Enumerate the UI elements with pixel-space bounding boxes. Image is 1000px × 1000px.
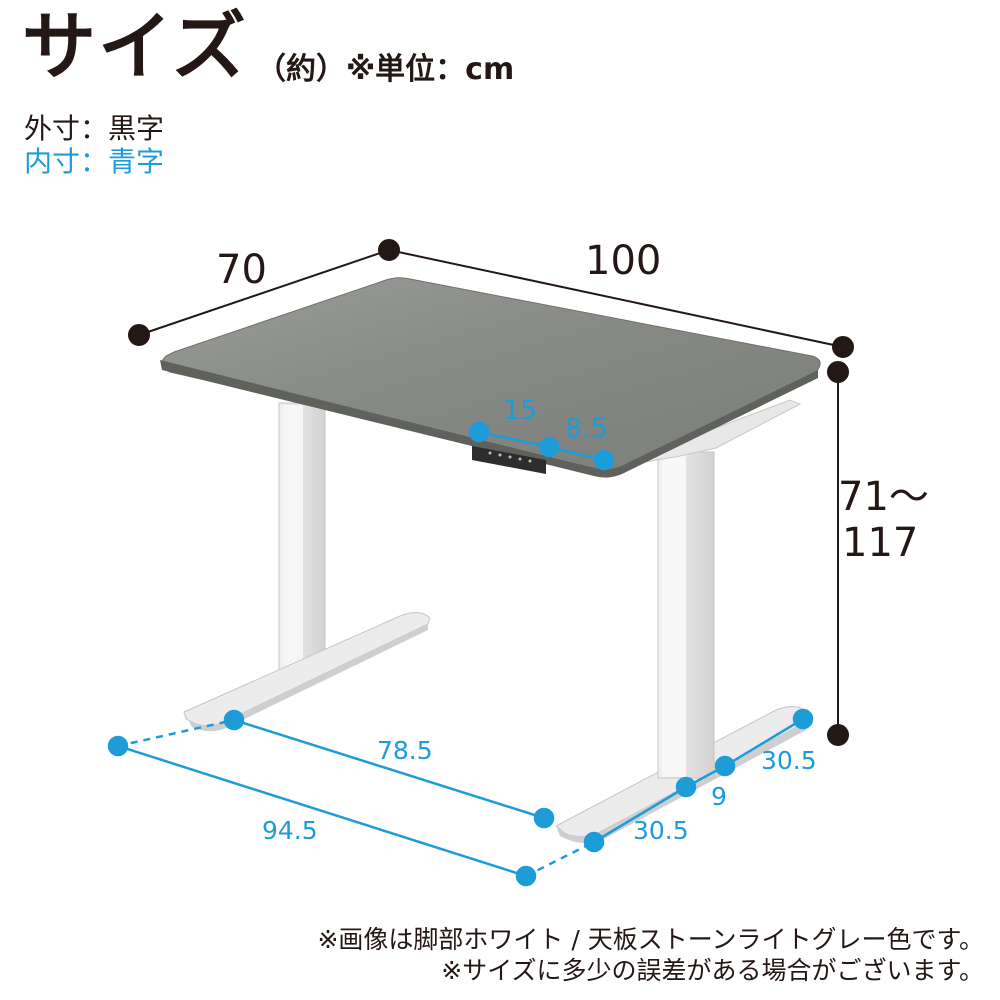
dimension-point (792, 708, 814, 730)
width-label: 100 (585, 238, 661, 284)
foot-outer-label: 94.5 (262, 816, 318, 845)
height-label-line1: 71～ (838, 474, 929, 520)
dimension-point (378, 239, 400, 261)
depth-label: 70 (216, 247, 267, 293)
footnote-tolerance: ※サイズに多少の誤差がある場合がございます。 (441, 956, 984, 985)
dimension-point (468, 421, 490, 443)
dimension-point (107, 735, 129, 757)
legend-outer-dimensions: 外寸：黒字 (24, 112, 165, 145)
dimension-point (128, 324, 150, 346)
dimension-point (533, 807, 555, 829)
unit-note: （約）※単位：cm (256, 52, 515, 87)
footnote-color: ※画像は脚部ホワイト / 天板ストーンライトグレー色です。 (317, 925, 984, 954)
foot-front-label: 30.5 (633, 816, 689, 845)
page-title: サイズ (22, 4, 248, 90)
outer-dimension-lines (128, 239, 854, 746)
dimension-point (832, 336, 854, 358)
control-panel (472, 446, 546, 474)
panel-width-label: 15 (503, 395, 537, 426)
dimension-point (827, 724, 849, 746)
panel-offset-label: 8.5 (565, 413, 608, 444)
foot-back-label: 30.5 (761, 746, 817, 775)
desk-illustration (160, 277, 821, 844)
dimension-point (593, 449, 615, 471)
dimension-point (675, 776, 697, 798)
dimension-point (827, 361, 849, 383)
inner-dimension-lines (107, 421, 814, 887)
leg-width-label: 9 (711, 782, 727, 811)
dimension-point (714, 755, 736, 777)
dimension-point (223, 709, 245, 731)
legend-inner-dimensions: 内寸：青字 (24, 145, 165, 178)
foot-inner-label: 78.5 (377, 736, 433, 765)
height-label-line2: 117 (842, 520, 918, 566)
dimension-point (583, 831, 605, 853)
dimension-point (515, 865, 537, 887)
dimension-point (538, 436, 560, 458)
